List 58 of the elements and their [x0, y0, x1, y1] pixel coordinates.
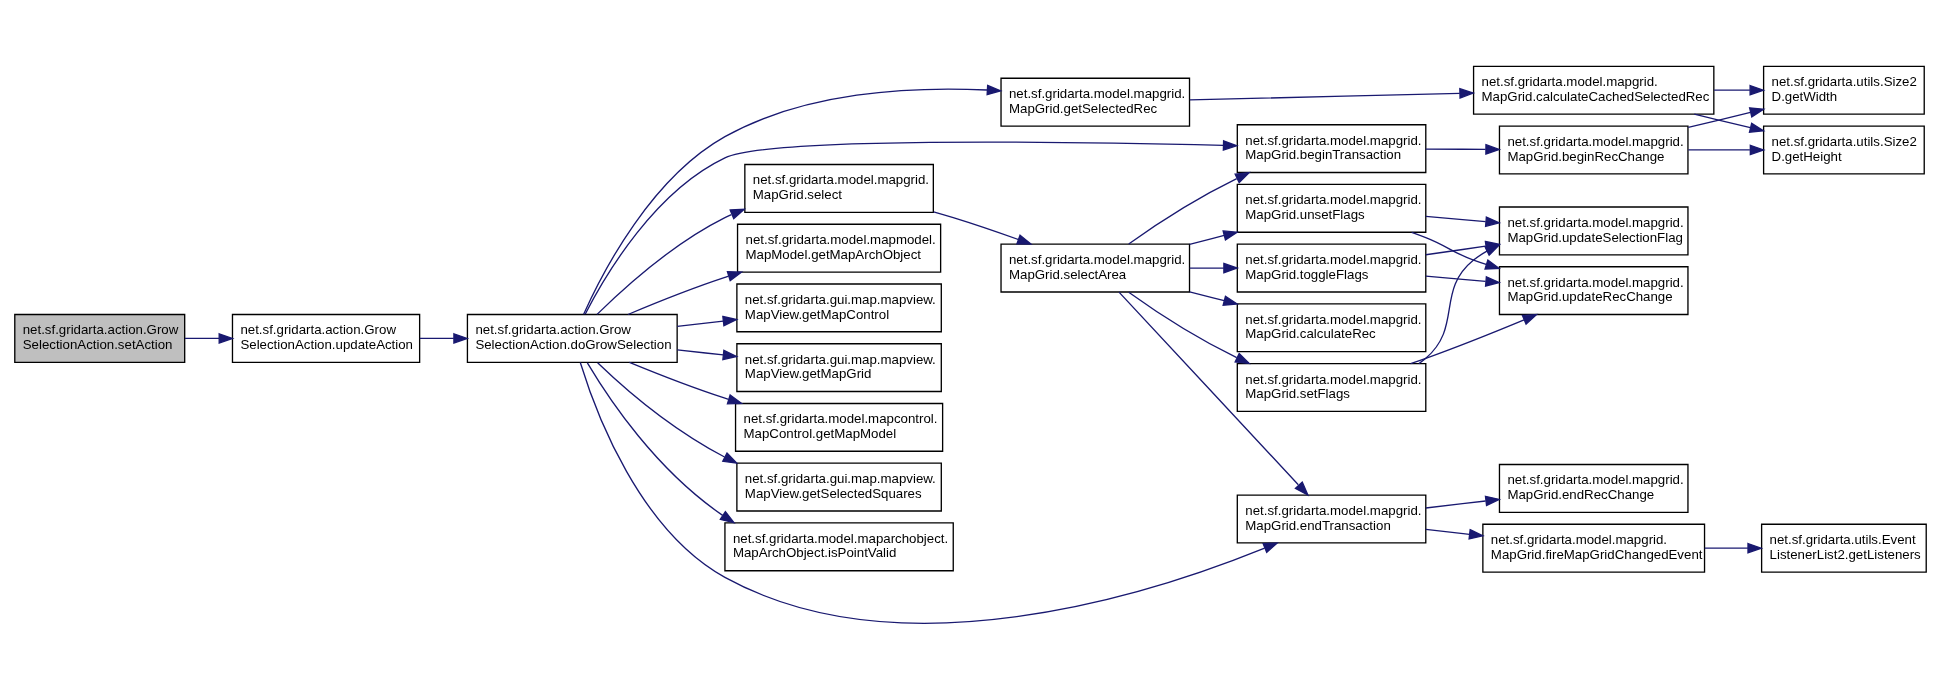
arrow — [628, 361, 744, 405]
node-box: net.sf.gridarta.model.mapgrid. MapGrid.selectArea — [1000, 243, 1191, 293]
node-box: net.sf.gridarta.model.mapmodel. MapModel.getMapArchObject — [736, 223, 942, 273]
arrow — [583, 83, 1003, 315]
arrow — [1189, 87, 1476, 101]
node-box: net.sf.gridarta.model.mapgrid. MapGrid.getSelectedRec — [1000, 77, 1191, 127]
arrow — [627, 270, 744, 315]
arrow — [932, 210, 1033, 245]
node-box: net.sf.gridarta.model.mapgrid. MapGrid.endTransaction — [1236, 493, 1427, 543]
node-box: net.sf.gridarta.model.mapgrid. MapGrid.beginTransaction — [1236, 123, 1427, 173]
node-box: net.sf.gridarta.model.mapgrid. MapGrid.calculateCachedSelectedRec — [1472, 65, 1715, 115]
node-box: net.sf.gridarta.model.mapgrid. MapGrid.unsetFlags — [1236, 183, 1427, 233]
arrow — [1687, 106, 1766, 128]
arrow — [1425, 494, 1502, 509]
arrow — [1713, 84, 1766, 96]
arrow — [184, 332, 235, 344]
node-box: net.sf.gridarta.model.mapgrid. MapGrid.fireMapGridChangedEvent — [1482, 523, 1706, 573]
arrow — [1128, 291, 1251, 364]
node-box: net.sf.gridarta.utils.Event ListenerList2.getListeners — [1760, 523, 1927, 573]
arrow — [1425, 275, 1502, 287]
node-box: net.sf.gridarta.utils.Size2 D.getWidth — [1762, 65, 1925, 115]
node-box: net.sf.gridarta.model.mapcontrol. MapControl.getMapModel — [734, 402, 944, 452]
node-box: net.sf.gridarta.model.mapgrid. MapGrid.updateSelectionFlag — [1498, 205, 1689, 255]
node-box: net.sf.gridarta.model.mapgrid. MapGrid.calculateRec — [1236, 302, 1427, 352]
arrow — [676, 315, 739, 327]
arrow — [1425, 528, 1485, 540]
arrow — [419, 332, 470, 344]
arrow — [1425, 143, 1502, 155]
arrow — [596, 208, 747, 315]
arrow — [586, 361, 736, 524]
arrow — [584, 139, 1239, 315]
arrow — [1188, 262, 1240, 274]
node-box: net.sf.gridarta.action.Grow SelectionAction.updateAction — [231, 313, 421, 363]
arrow — [1704, 542, 1764, 554]
arrow — [1188, 229, 1240, 245]
arrow — [1118, 290, 1310, 496]
node-box: net.sf.gridarta.action.Grow SelectionAction.doGrowSelection — [466, 313, 678, 363]
node-box: net.sf.gridarta.model.mapgrid. MapGrid.select — [744, 163, 934, 213]
arrow — [1409, 313, 1539, 364]
arrow — [1425, 215, 1502, 227]
node-box: net.sf.gridarta.utils.Size2 D.getHeight — [1762, 124, 1925, 174]
arrow — [1128, 171, 1251, 245]
node-box: net.sf.gridarta.model.mapgrid. MapGrid.setFlags — [1236, 362, 1427, 412]
arrow — [579, 361, 1280, 624]
node-box: net.sf.gridarta.model.maparchobject. MapArchObject.isPointValid — [724, 521, 954, 571]
node-box: net.sf.gridarta.model.mapgrid. MapGrid.beginRecChange — [1498, 124, 1689, 174]
arrow — [676, 348, 739, 360]
node-box: net.sf.gridarta.model.mapgrid. MapGrid.endRecChange — [1498, 463, 1689, 513]
arrow — [1687, 143, 1766, 155]
arrow — [1188, 290, 1240, 306]
node-box: net.sf.gridarta.model.mapgrid. MapGrid.updateRecChange — [1498, 265, 1689, 315]
node-box: net.sf.gridarta.action.Grow SelectionAction.setAction — [14, 313, 186, 363]
arrow — [1693, 113, 1766, 133]
arrow — [596, 361, 739, 464]
node-box: net.sf.gridarta.model.mapgrid. MapGrid.toggleFlags — [1236, 243, 1427, 293]
node-box: net.sf.gridarta.gui.map.mapview. MapView.getMapGrid — [736, 342, 942, 392]
node-box: net.sf.gridarta.gui.map.mapview. MapView.getMapControl — [736, 282, 942, 332]
node-box: net.sf.gridarta.gui.map.mapview. MapView.getSelectedSquares — [736, 462, 942, 512]
